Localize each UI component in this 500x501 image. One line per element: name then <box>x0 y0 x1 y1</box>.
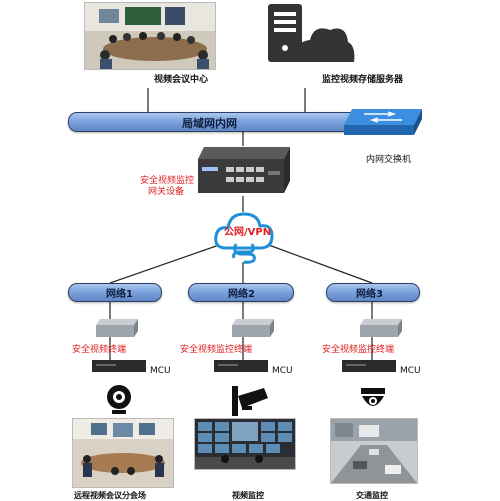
terminal-3-label: 安全视频监控终端 <box>322 345 395 355</box>
mcu-3-label: MCU <box>400 366 421 376</box>
video-monitoring-label: 视频监控 <box>232 491 264 500</box>
lan-label: 局域网内网 <box>182 117 237 130</box>
gateway-label-line2: 网关设备 <box>148 187 185 197</box>
terminal-3-icon <box>358 317 404 339</box>
network-3-bus <box>326 283 420 302</box>
terminal-2-icon <box>230 317 276 339</box>
gateway-label-line1: 安全视频监控 <box>140 176 195 186</box>
terminal-1-icon <box>94 317 140 339</box>
network-1-label: 网络1 <box>106 289 133 300</box>
mcu-3-icon <box>342 358 396 374</box>
conference-center-label: 视频会议中心 <box>154 75 209 85</box>
network-3-label: 网络3 <box>356 289 383 300</box>
network-2-label: 网络2 <box>228 289 255 300</box>
network-2-bus <box>188 283 294 302</box>
terminal-1-label: 安全视频终端 <box>72 345 127 355</box>
webcam-icon <box>104 384 134 416</box>
switch-icon <box>342 105 427 139</box>
remote-conference-photo <box>72 418 174 488</box>
network-1-bus <box>68 283 162 302</box>
conference-center-photo <box>84 2 216 70</box>
cctv-camera-icon <box>230 384 270 418</box>
terminal-2-label: 安全视频监控终端 <box>180 345 253 355</box>
mcu-2-icon <box>214 358 268 374</box>
switch-label: 内网交换机 <box>366 155 412 165</box>
storage-server-icon <box>266 2 356 66</box>
cloud-label: 公网/VPN <box>224 227 272 238</box>
gateway-device-icon <box>196 145 294 197</box>
video-monitoring-photo <box>194 418 296 470</box>
traffic-monitoring-photo <box>330 418 418 484</box>
mcu-1-label: MCU <box>150 366 171 376</box>
mcu-2-label: MCU <box>272 366 293 376</box>
remote-conference-label: 远程视频会议分会场 <box>74 491 146 500</box>
traffic-monitoring-label: 交通监控 <box>356 491 388 500</box>
mcu-1-icon <box>92 358 146 374</box>
storage-server-label: 监控视频存储服务器 <box>322 75 404 85</box>
dome-camera-icon <box>358 386 388 416</box>
cloud-icon <box>212 208 276 264</box>
